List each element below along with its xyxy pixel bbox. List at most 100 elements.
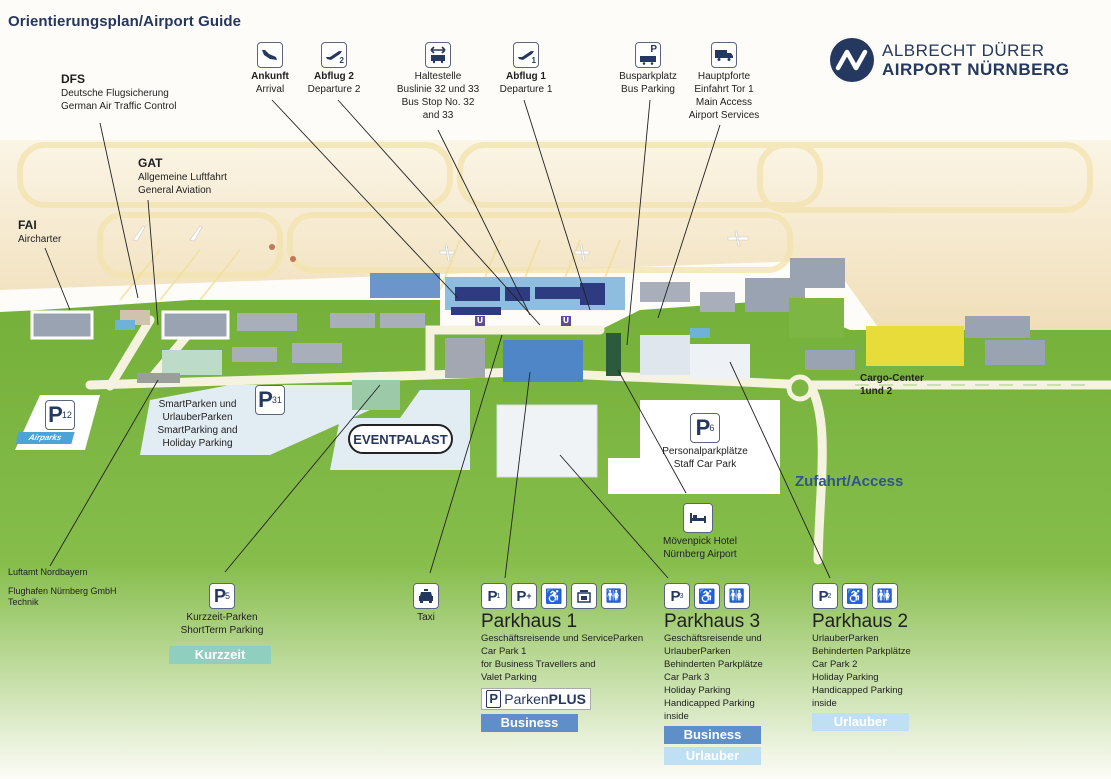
main-access-marker[interactable]: Hauptpforte Einfahrt Tor 1 Main Access A… bbox=[682, 42, 766, 122]
gat-title: GAT bbox=[138, 156, 163, 170]
parkhaus-3-line-2: UrlauberParken bbox=[664, 646, 731, 657]
airfield-area bbox=[0, 140, 1111, 330]
main-access-line-1: Hauptpforte bbox=[697, 71, 751, 82]
parkhaus-1-line-3: for Business Travellers and bbox=[481, 659, 596, 670]
cargo-center-label: Cargo-Center 1und 2 bbox=[860, 372, 924, 398]
bus-parking-icon: P bbox=[635, 42, 661, 68]
departure-2-label-de: Abflug 2 bbox=[314, 71, 354, 82]
arrival-label-de: Ankunft bbox=[251, 71, 289, 82]
elevator-icon[interactable] bbox=[571, 583, 597, 609]
p31-label: SmartParken und UrlauberParken SmartPark… bbox=[150, 398, 245, 450]
arrival-label-en: Arrival bbox=[255, 84, 285, 95]
departure-1-plane-icon: 1 bbox=[513, 42, 539, 68]
hotel-line-1: Mövenpick Hotel bbox=[663, 536, 737, 547]
bus-stop-line-4: and 33 bbox=[422, 110, 454, 121]
eventpalast-label[interactable]: EVENTPALAST bbox=[348, 424, 453, 454]
parkhaus-3-line-3: Behinderten Parkplätze bbox=[664, 659, 763, 670]
restroom-icon[interactable]: 🚻 bbox=[601, 583, 627, 609]
business-tag: Business bbox=[664, 726, 761, 744]
cargo-line-2: 1und 2 bbox=[860, 386, 893, 397]
restroom-icon[interactable]: 🚻 bbox=[872, 583, 898, 609]
parken-plus-prefix: Parken bbox=[504, 691, 549, 707]
dfs-line-1: Deutsche Flugsicherung bbox=[61, 88, 169, 99]
restroom-icon[interactable]: 🚻 bbox=[724, 583, 750, 609]
u-bahn-sign: U bbox=[475, 316, 485, 326]
leader-lines bbox=[44, 99, 831, 579]
access-label: Zufahrt/Access bbox=[795, 473, 904, 490]
departure-2-plane-icon: 2 bbox=[321, 42, 347, 68]
p6-line-1: Personalparkplätze bbox=[662, 446, 748, 457]
parkhaus-3-line-7: inside bbox=[664, 711, 689, 722]
flughafen-line-2: Technik bbox=[8, 597, 39, 607]
p6-number: 6 bbox=[709, 423, 715, 433]
gat-line-1: Allgemeine Luftfahrt bbox=[138, 172, 227, 183]
p6-letter: P bbox=[695, 415, 711, 440]
p31-number: 31 bbox=[271, 395, 282, 405]
taxi-icon[interactable] bbox=[413, 583, 439, 609]
business-tag: Business bbox=[481, 714, 578, 732]
p31-lot bbox=[140, 385, 370, 455]
dfs-line-2: German Air Traffic Control bbox=[61, 101, 177, 112]
parkhaus-3-title: Parkhaus 3 bbox=[664, 611, 761, 632]
parkhaus-3-line-5: Holiday Parking bbox=[664, 685, 731, 696]
parkhaus-3-line-1: Geschäftsreisende und bbox=[664, 633, 762, 644]
departure-2-badge: 2 bbox=[339, 56, 344, 65]
parkhaus-1-desc: Geschäftsreisende und ServiceParken Car … bbox=[481, 632, 661, 684]
urlauber-tag: Urlauber bbox=[812, 713, 909, 731]
main-access-line-4: Airport Services bbox=[688, 110, 760, 121]
parken-plus-icon[interactable]: P+ bbox=[511, 583, 537, 609]
p5-line-1: Kurzzeit-Parken bbox=[186, 612, 258, 623]
departure-2-marker[interactable]: 2 Abflug 2 Departure 2 bbox=[302, 42, 366, 96]
gat-lot bbox=[162, 350, 222, 375]
parkhaus-2-title: Parkhaus 2 bbox=[812, 611, 909, 632]
arrival-marker[interactable]: Ankunft Arrival bbox=[248, 42, 292, 96]
airparks-brand: Airparks bbox=[15, 432, 75, 444]
bus-parking-badge: P bbox=[650, 44, 657, 55]
parkhaus-3-line-4: Car Park 3 bbox=[664, 672, 710, 683]
bus-parking-line-1: Busparkplatz bbox=[619, 71, 677, 82]
logo-wave-icon bbox=[830, 38, 874, 82]
kurzzeit-tag: Kurzzeit bbox=[169, 646, 271, 664]
dfs-label: DFS Deutsche Flugsicherung German Air Tr… bbox=[61, 72, 176, 113]
bus-parking-marker[interactable]: P Busparkplatz Bus Parking bbox=[616, 42, 680, 96]
airport-logo: ALBRECHT DÜRER AIRPORT NÜRNBERG bbox=[830, 38, 1069, 82]
departure-1-marker[interactable]: 1 Abflug 1 Departure 1 bbox=[494, 42, 558, 96]
handicapped-parking-icon[interactable]: ♿ bbox=[541, 583, 567, 609]
handicapped-parking-icon[interactable]: ♿ bbox=[694, 583, 720, 609]
cargo-line-1: Cargo-Center bbox=[860, 373, 924, 384]
p12-number: 12 bbox=[61, 410, 72, 420]
parkhaus-3-line-6: Handicapped Parking bbox=[664, 698, 755, 709]
truck-icon bbox=[711, 42, 737, 68]
bed-icon[interactable] bbox=[683, 503, 713, 533]
parkhaus-1-line-2: Car Park 1 bbox=[481, 646, 527, 657]
parkhaus-2-line-2: Behinderten Parkplätze bbox=[812, 646, 911, 657]
departure-1-label-de: Abflug 1 bbox=[506, 71, 546, 82]
departure-1-label-en: Departure 1 bbox=[499, 84, 553, 95]
p12-letter: P bbox=[48, 402, 63, 427]
parken-plus-suffix: PLUS bbox=[548, 691, 586, 707]
main-access-line-2: Einfahrt Tor 1 bbox=[694, 84, 754, 95]
logo-line-1: ALBRECHT DÜRER bbox=[882, 41, 1045, 60]
taxi-label: Taxi bbox=[417, 612, 435, 623]
bus-stop-marker[interactable]: Haltestelle Buslinie 32 und 33 Bus Stop … bbox=[388, 42, 488, 122]
fai-line-1: Aircharter bbox=[18, 234, 62, 245]
bus-parking-line-2: Bus Parking bbox=[621, 84, 675, 95]
flughafen-line-1: Flughafen Nürnberg GmbH bbox=[8, 586, 117, 596]
p31-line-2: UrlauberParken bbox=[162, 412, 233, 423]
bus-stop-icon bbox=[425, 42, 451, 68]
fai-label: FAI Aircharter bbox=[18, 218, 61, 246]
p6-lot-lower bbox=[608, 458, 780, 494]
handicapped-parking-icon[interactable]: ♿ bbox=[842, 583, 868, 609]
